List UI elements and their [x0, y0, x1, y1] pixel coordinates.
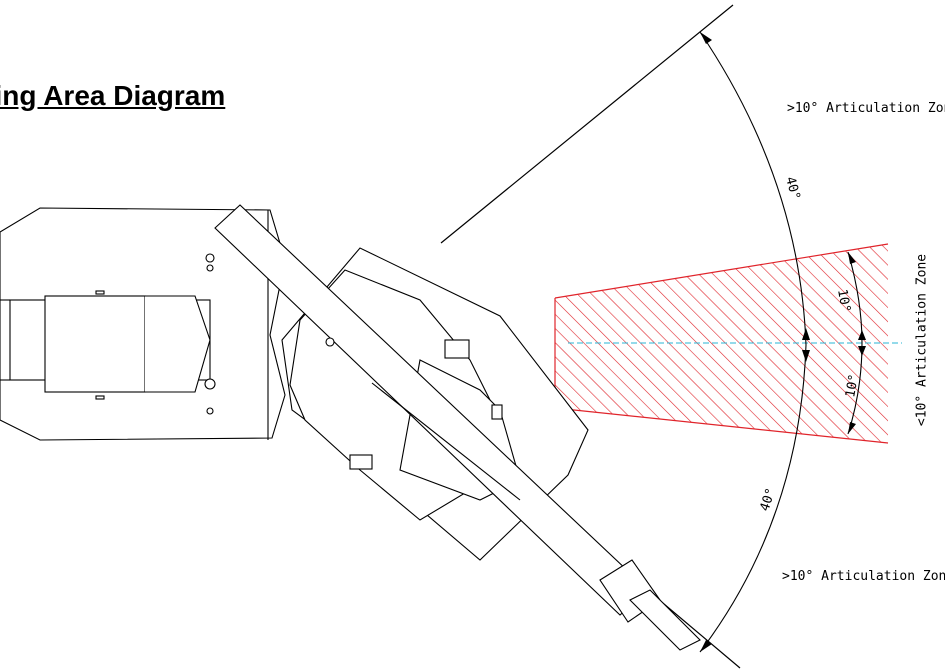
angle-upper-outer: 40° [782, 175, 803, 202]
rear-chassis [0, 207, 286, 441]
lower-zone-label: >10° Articulation Zone [782, 569, 945, 584]
inner-angle-arc [847, 251, 863, 435]
angle-upper-inner: 10° [834, 288, 853, 314]
angle-lower-inner: 10° [843, 373, 862, 399]
upper-zone-label: >10° Articulation Zone [787, 101, 945, 116]
diagram-title: rking Area Diagram [0, 80, 226, 111]
upper-boundary-line [440, 4, 734, 244]
angle-lower-outer: 40° [758, 486, 780, 513]
outer-angle-arc [699, 31, 807, 653]
telescopic-boom [214, 204, 701, 651]
